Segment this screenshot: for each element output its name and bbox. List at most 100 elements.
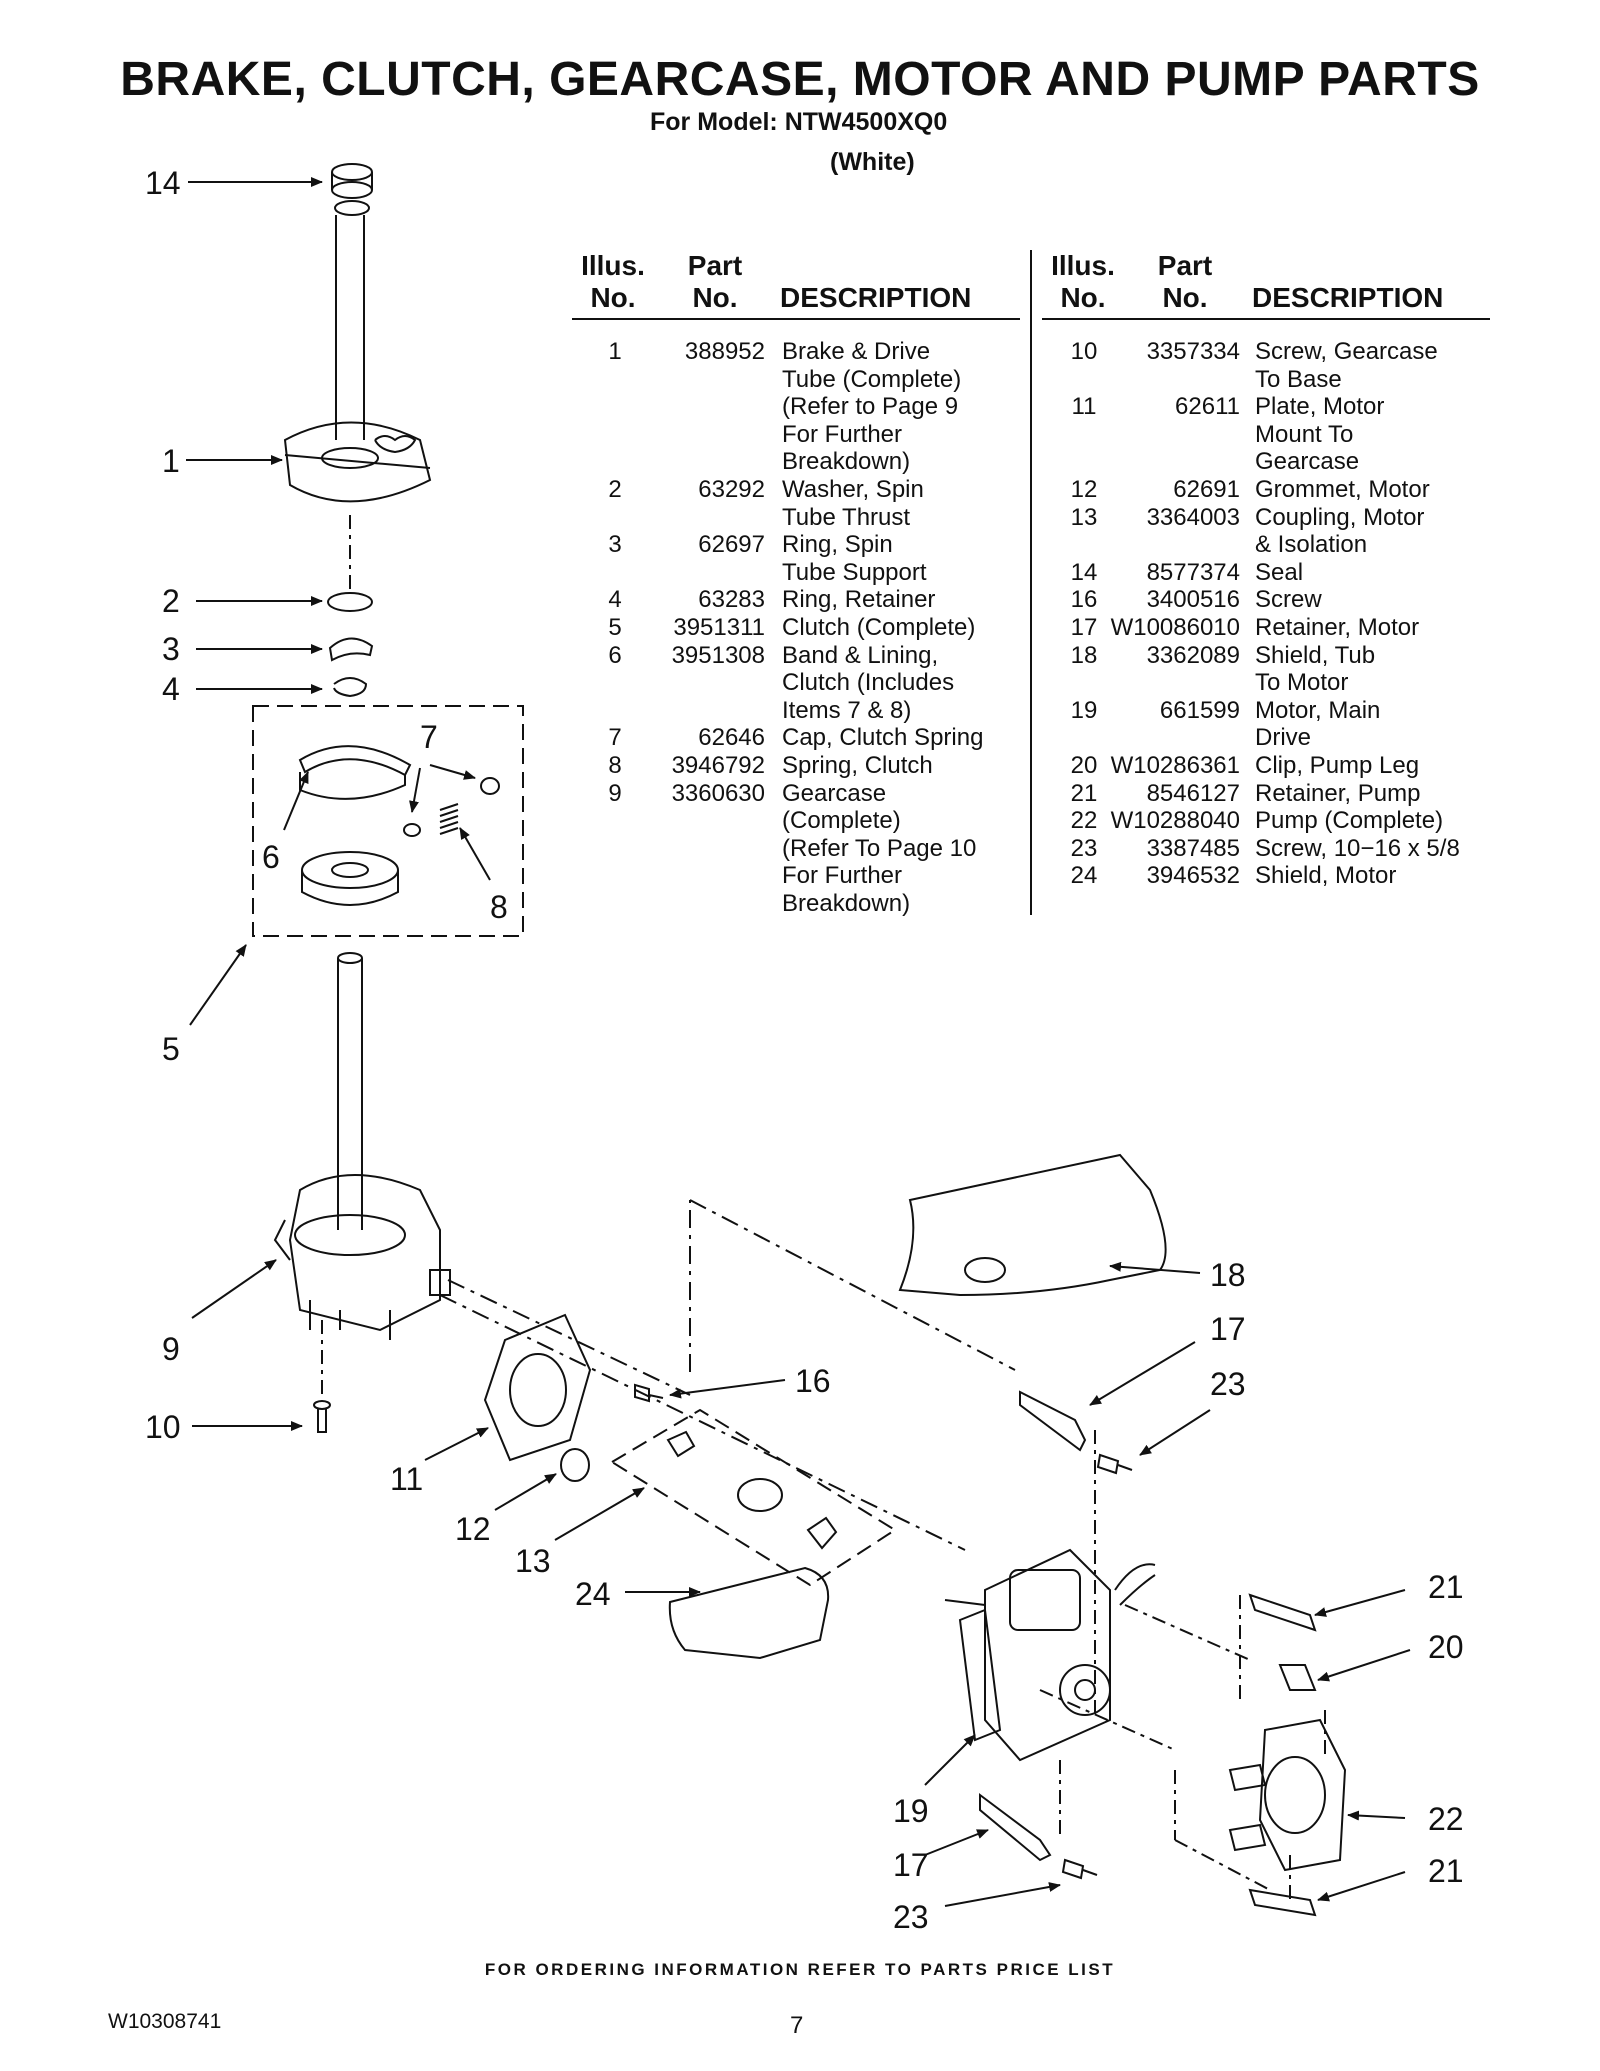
- callout-17-lower: 17: [893, 1847, 929, 1883]
- part-number: 3364003: [1146, 503, 1240, 531]
- part-number: 8546127: [1146, 779, 1240, 807]
- gearcase-screw-part: [313, 1400, 331, 1433]
- part-description-line: Ring, Retainer: [782, 586, 936, 614]
- part-description-line: Shield, Motor: [1255, 862, 1397, 890]
- part-number: W10086010: [1110, 614, 1240, 641]
- col-desc: DESCRIPTION: [780, 282, 972, 313]
- callout-24: 24: [575, 1576, 611, 1612]
- part-description-line: & Isolation: [1255, 531, 1368, 559]
- callout-21-lower: 21: [1428, 1853, 1464, 1889]
- motor-retainer-part: [1019, 1390, 1087, 1452]
- illus-number: 4: [608, 586, 622, 614]
- illus-number: 8: [608, 752, 622, 779]
- callout-4: 4: [162, 671, 180, 707]
- part-description-line: Shield, Tub: [1255, 641, 1376, 669]
- illus-number: 17: [1070, 614, 1098, 641]
- part-description-line: Screw: [1255, 586, 1322, 614]
- part-number: 8577374: [1146, 558, 1240, 586]
- part-description-line: Plate, Motor: [1255, 393, 1385, 421]
- part-description-line: Breakdown): [782, 448, 911, 476]
- page-number: 7: [790, 2012, 804, 2039]
- col-illus-line1-right: Illus.: [1051, 250, 1115, 281]
- part-description-line: Grommet, Motor: [1255, 476, 1430, 503]
- col-part-line1: Part: [687, 250, 743, 281]
- part-number: 3362089: [1146, 641, 1240, 669]
- model-line: For Model: NTW4500XQ0: [650, 108, 948, 136]
- illus-number: 20: [1070, 752, 1098, 779]
- part-description-line: Brake & Drive: [782, 338, 931, 365]
- header-rule-left: [572, 318, 1020, 320]
- part-description-line: Mount To: [1255, 420, 1354, 448]
- part-number: W10288040: [1110, 807, 1240, 835]
- color-line: (White): [830, 148, 915, 176]
- part-description-line: Retainer, Pump: [1255, 779, 1421, 807]
- table-divider: [1030, 250, 1032, 915]
- illus-number: 16: [1070, 586, 1098, 614]
- part-description-line: (Refer to Page 9: [782, 393, 959, 421]
- gearcase-part: [273, 952, 451, 1340]
- callout-9: 9: [162, 1331, 180, 1367]
- retainer-ring-part: [333, 677, 368, 698]
- document-number: W10308741: [108, 2010, 222, 2033]
- screw-23-lower-part: [1061, 1858, 1098, 1880]
- col-part-line1-right: Part: [1157, 250, 1213, 281]
- illus-number: 11: [1071, 393, 1097, 421]
- screw-16-part: [634, 1383, 664, 1403]
- part-description-line: For Further: [782, 862, 903, 890]
- part-number: 62697: [698, 531, 765, 559]
- part-description-line: Gearcase: [782, 779, 887, 807]
- callout-17-upper: 17: [1210, 1311, 1246, 1347]
- part-description-line: Seal: [1255, 558, 1304, 586]
- col-part-line2-right: No.: [1162, 282, 1208, 313]
- part-number: W10286361: [1110, 752, 1240, 779]
- part-number: 3387485: [1146, 834, 1240, 862]
- motor-shield-part: [668, 1566, 830, 1660]
- part-description-line: Band & Lining,: [782, 641, 939, 669]
- illus-number: 23: [1070, 834, 1098, 862]
- part-number: 3946792: [671, 752, 765, 779]
- clutch-drum-part: [301, 851, 399, 906]
- col-illus-line2: No.: [590, 282, 636, 313]
- callout-19: 19: [893, 1793, 929, 1829]
- header-rule-right: [1042, 318, 1490, 320]
- illus-number: 9: [608, 779, 622, 807]
- part-description-line: Screw, 10−16 x 5/8: [1255, 834, 1460, 862]
- callout-2: 2: [162, 583, 180, 619]
- callout-23-upper: 23: [1210, 1366, 1246, 1402]
- pump-clip-part: [1278, 1664, 1317, 1691]
- support-ring-part: [328, 637, 374, 662]
- callout-3: 3: [162, 631, 180, 667]
- part-description-line: Tube (Complete): [782, 365, 962, 393]
- part-description-line: Tube Support: [782, 558, 927, 586]
- part-description-line: Items 7 & 8): [782, 696, 912, 724]
- illus-number: 5: [608, 614, 622, 641]
- part-description-line: (Refer To Page 10: [782, 834, 977, 862]
- page-title: BRAKE, CLUTCH, GEARCASE, MOTOR AND PUMP …: [120, 53, 1480, 106]
- callout-5: 5: [162, 1031, 180, 1067]
- part-description-line: For Further: [782, 420, 903, 448]
- motor-mount-plate-part: [483, 1313, 592, 1462]
- illus-number: 12: [1070, 476, 1098, 503]
- tub-shield-part: [898, 1153, 1167, 1297]
- washer-part: [327, 592, 373, 612]
- screw-23-part: [1096, 1453, 1133, 1475]
- illus-number: 1: [608, 338, 622, 365]
- brake-drive-tube-part: [283, 215, 432, 503]
- part-description-line: Breakdown): [782, 889, 911, 917]
- part-description-line: Coupling, Motor: [1255, 503, 1425, 531]
- part-number: 3946532: [1146, 862, 1240, 890]
- part-number: 3951311: [673, 614, 765, 641]
- illus-number: 24: [1070, 862, 1098, 890]
- callout-12: 12: [455, 1511, 491, 1547]
- part-number: 63292: [698, 476, 765, 503]
- part-description-line: (Complete): [782, 807, 901, 835]
- part-number: 3360630: [671, 779, 765, 807]
- part-description-line: Clutch (Includes: [782, 669, 955, 697]
- callout-22: 22: [1428, 1801, 1464, 1837]
- part-description-line: Ring, Spin: [782, 531, 893, 559]
- col-desc-right: DESCRIPTION: [1252, 282, 1444, 313]
- callout-21-upper: 21: [1428, 1569, 1464, 1605]
- main-motor-part: [944, 1548, 1156, 1762]
- illus-number: 10: [1070, 338, 1098, 365]
- part-number: 388952: [684, 338, 765, 365]
